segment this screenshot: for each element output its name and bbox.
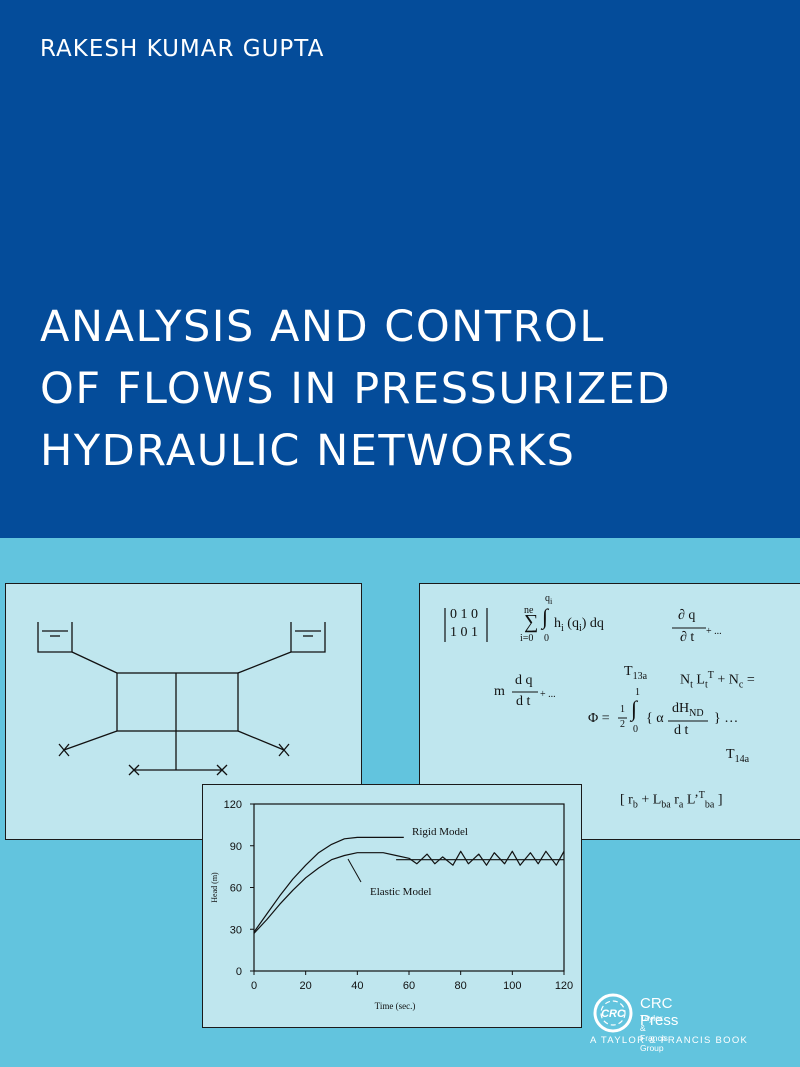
crc-press-logo: CRC	[593, 993, 633, 1033]
publisher-tagline: A TAYLOR & FRANCIS BOOK	[590, 1035, 749, 1046]
phi-int-upper: 1	[635, 687, 640, 698]
y-tick-label: 120	[224, 799, 242, 811]
phi-numerator: dHND	[672, 701, 704, 719]
y-tick-label: 60	[230, 883, 242, 895]
m-numerator: d q	[515, 673, 533, 688]
title-band: RAKESH KUMAR GUPTA ANALYSIS AND CONTROL …	[0, 0, 800, 538]
logo-text: CRC	[601, 1008, 626, 1020]
phi-half-num: 1	[620, 704, 625, 715]
rigid-model-label: Rigid Model	[412, 826, 468, 838]
publisher-group: Taylor & Francis Group	[640, 1013, 668, 1053]
network-diagram	[37, 622, 326, 776]
network-diagram-panel	[5, 583, 362, 840]
phi-tail: } …	[714, 711, 739, 726]
t13a-label: T13a	[624, 664, 648, 682]
sum-sign: ∑	[524, 611, 539, 633]
rb-equation: [ rb + Lba ra L’Tba ]	[620, 790, 723, 811]
left-reservoir	[37, 622, 73, 653]
m-tail: + ...	[540, 689, 556, 700]
elastic-model-label: Elastic Model	[370, 886, 431, 898]
int-lower: 0	[544, 633, 549, 644]
sum-upper: ne	[524, 605, 534, 616]
phi-int-lower: 0	[633, 724, 638, 735]
m-prefix: m	[494, 684, 505, 699]
y-tick-label: 90	[230, 841, 242, 853]
dq-tail: + ...	[706, 626, 722, 637]
int-upper: qi	[545, 593, 553, 606]
phi-int-sign: ∫	[631, 696, 638, 721]
outlet-marker-left	[58, 743, 70, 757]
outlet-marker-right	[278, 743, 290, 757]
rigid-model-line	[253, 836, 404, 933]
phi-denominator: d t	[674, 723, 689, 738]
phi-prefix: Φ =	[588, 711, 610, 726]
sum-body: hi (qi) dq	[554, 616, 604, 634]
y-tick-label: 0	[236, 966, 242, 978]
t14a-label: T14a	[726, 747, 750, 765]
title-line-1: ANALYSIS AND CONTROL	[40, 302, 605, 352]
publisher-name: CRC Press	[640, 995, 679, 1029]
x-tick-label: 100	[503, 980, 521, 992]
dq-numerator: ∂ q	[678, 608, 696, 623]
y-axis-label: Head (m)	[210, 872, 219, 903]
right-reservoir	[290, 622, 326, 653]
phi-open: { α	[646, 711, 664, 726]
x-tick-label: 0	[251, 980, 257, 992]
title-line-2: OF FLOWS IN PRESSURIZED	[40, 364, 672, 414]
matrix-row-2: 1 0 1	[450, 625, 478, 640]
elastic-model-pointer	[347, 858, 362, 883]
x-tick-label: 20	[300, 980, 312, 992]
x-tick-label: 40	[351, 980, 363, 992]
int-sign: ∫	[542, 604, 549, 629]
x-tick-label: 80	[455, 980, 467, 992]
x-axis-label: Time (sec.)	[375, 1001, 416, 1011]
x-tick-label: 120	[555, 980, 573, 992]
matrix-row-1: 0 1 0	[450, 607, 478, 622]
x-tick-label: 60	[403, 980, 415, 992]
dq-denominator: ∂ t	[680, 630, 695, 645]
author-name: RAKESH KUMAR GUPTA	[40, 36, 325, 62]
phi-half-den: 2	[620, 719, 625, 730]
title-line-3: HYDRAULIC NETWORKS	[40, 426, 576, 476]
elastic-model-line	[253, 850, 565, 934]
outlet-marker-bottom-left	[128, 764, 140, 776]
y-tick-label: 30	[230, 924, 242, 936]
outlet-marker-bottom-right	[216, 764, 228, 776]
nt-equation: Nt LtT + Nc =	[680, 670, 755, 691]
book-title: ANALYSIS AND CONTROL OF FLOWS IN PRESSUR…	[40, 296, 671, 482]
pipe-loops	[116, 672, 239, 732]
m-denominator: d t	[516, 694, 531, 709]
sum-lower: i=0	[520, 633, 534, 644]
matrix-brackets	[444, 608, 488, 642]
